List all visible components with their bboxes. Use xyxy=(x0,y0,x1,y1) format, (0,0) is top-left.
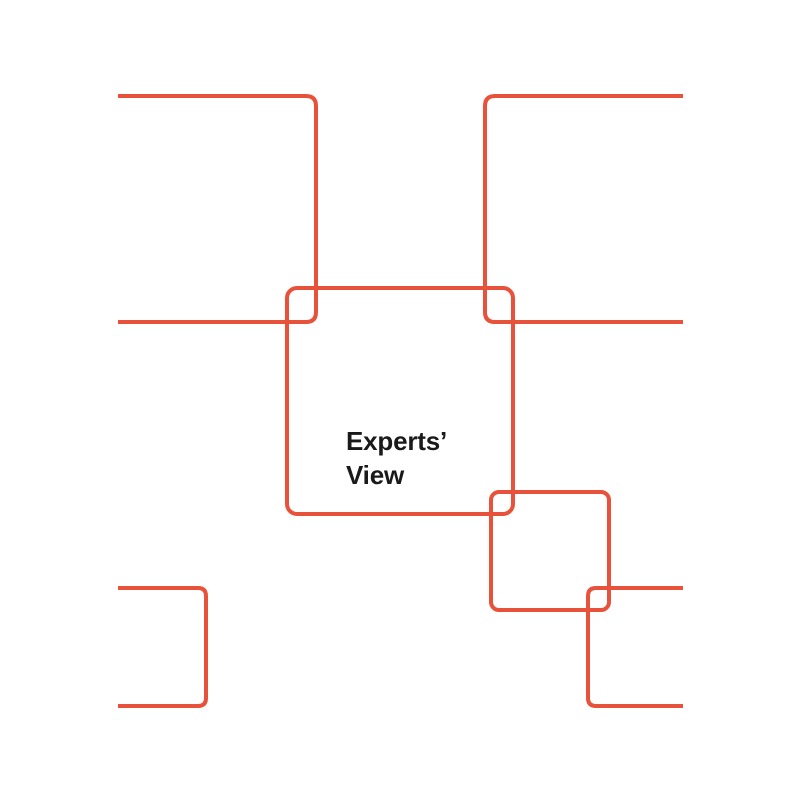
cover-title: Experts’ View xyxy=(346,424,447,492)
bottom-left-square-outline xyxy=(118,586,208,708)
center-square-outline xyxy=(285,286,515,516)
bottom-right-square-outline xyxy=(586,586,683,708)
top-left-square-outline xyxy=(118,94,318,324)
top-right-square-outline xyxy=(483,94,683,324)
title-line-2: View xyxy=(346,460,404,490)
title-line-1: Experts’ xyxy=(346,426,448,456)
small-square-outline xyxy=(489,490,611,612)
